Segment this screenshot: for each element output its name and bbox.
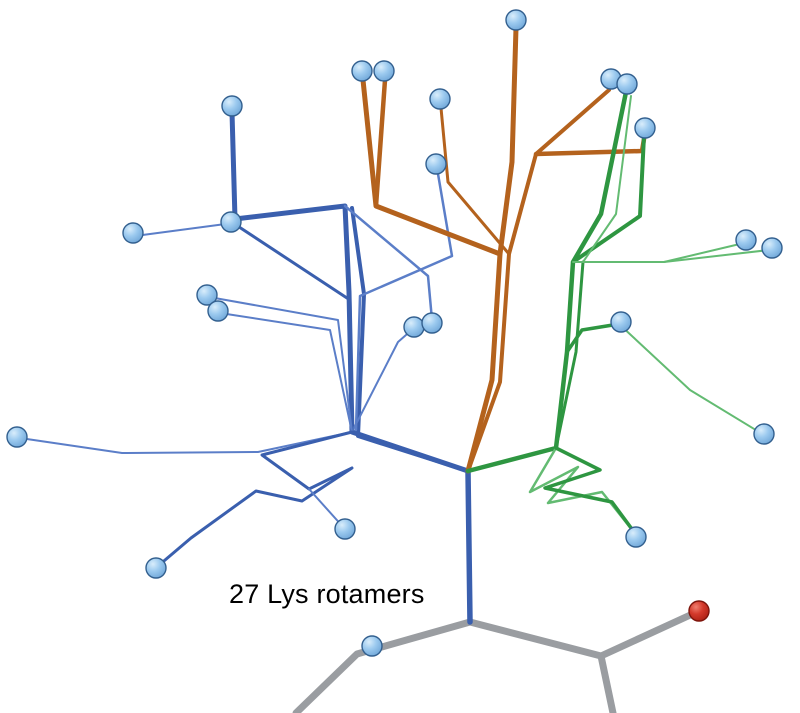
bond-blue_light <box>219 312 353 433</box>
figure-caption: 27 Lys rotamers <box>229 579 425 609</box>
atom-nitrogen[interactable] <box>425 153 447 175</box>
bond-green_dark <box>554 260 585 450</box>
atom-nitrogen[interactable] <box>361 635 383 657</box>
bond-orange <box>533 130 648 157</box>
bond-green_light <box>528 446 639 538</box>
atom-nitrogen[interactable] <box>6 426 28 448</box>
atom-nitrogen[interactable] <box>610 311 632 333</box>
atom-nitrogen[interactable] <box>625 526 647 548</box>
atom-nitrogen[interactable] <box>761 237 783 259</box>
bond-blue_dark <box>465 468 473 625</box>
bond-orange <box>466 88 611 473</box>
atom-nitrogen[interactable] <box>221 95 243 117</box>
atom-nitrogen[interactable] <box>373 60 395 82</box>
bond-green_light <box>582 95 632 263</box>
bond-green_dark <box>543 446 639 538</box>
atom-oxygen[interactable] <box>688 600 710 622</box>
bond-green_light <box>618 323 765 436</box>
atom-nitrogen[interactable] <box>735 229 757 251</box>
atom-nitrogen[interactable] <box>421 312 443 334</box>
bond-blue_dark <box>231 221 354 434</box>
bond-backbone_gray <box>597 607 703 660</box>
atom-nitrogen[interactable] <box>753 423 775 445</box>
bond-blue_light <box>134 222 234 237</box>
bond-backbone_gray <box>466 618 617 713</box>
bond-green_dark <box>465 89 629 474</box>
atom-nitrogen[interactable] <box>122 222 144 244</box>
atom-nitrogen[interactable] <box>505 9 527 31</box>
atom-nitrogen[interactable] <box>207 300 229 322</box>
bond-blue_light <box>343 204 434 322</box>
atom-nitrogen[interactable] <box>334 518 356 540</box>
atom-nitrogen[interactable] <box>145 557 167 579</box>
atom-nitrogen[interactable] <box>429 88 451 110</box>
bond-blue_light <box>19 431 353 454</box>
bond-orange <box>439 106 511 256</box>
bond-blue_light <box>354 166 454 432</box>
bond-backbone_gray <box>292 618 474 713</box>
atom-nitrogen[interactable] <box>351 60 373 82</box>
bond-green_dark <box>565 322 621 354</box>
atom-nitrogen[interactable] <box>220 211 242 233</box>
bond-green_light <box>663 249 770 263</box>
atom-nitrogen[interactable] <box>616 73 638 95</box>
bond-green_dark <box>571 134 646 264</box>
atom-nitrogen[interactable] <box>634 117 656 139</box>
bond-blue_dark <box>350 206 470 473</box>
bond-orange <box>373 77 388 209</box>
bond-blue_light <box>208 296 353 433</box>
atom-nitrogen[interactable] <box>196 284 218 306</box>
bond-blue_dark <box>156 430 354 568</box>
atom-nitrogen[interactable] <box>403 316 425 338</box>
